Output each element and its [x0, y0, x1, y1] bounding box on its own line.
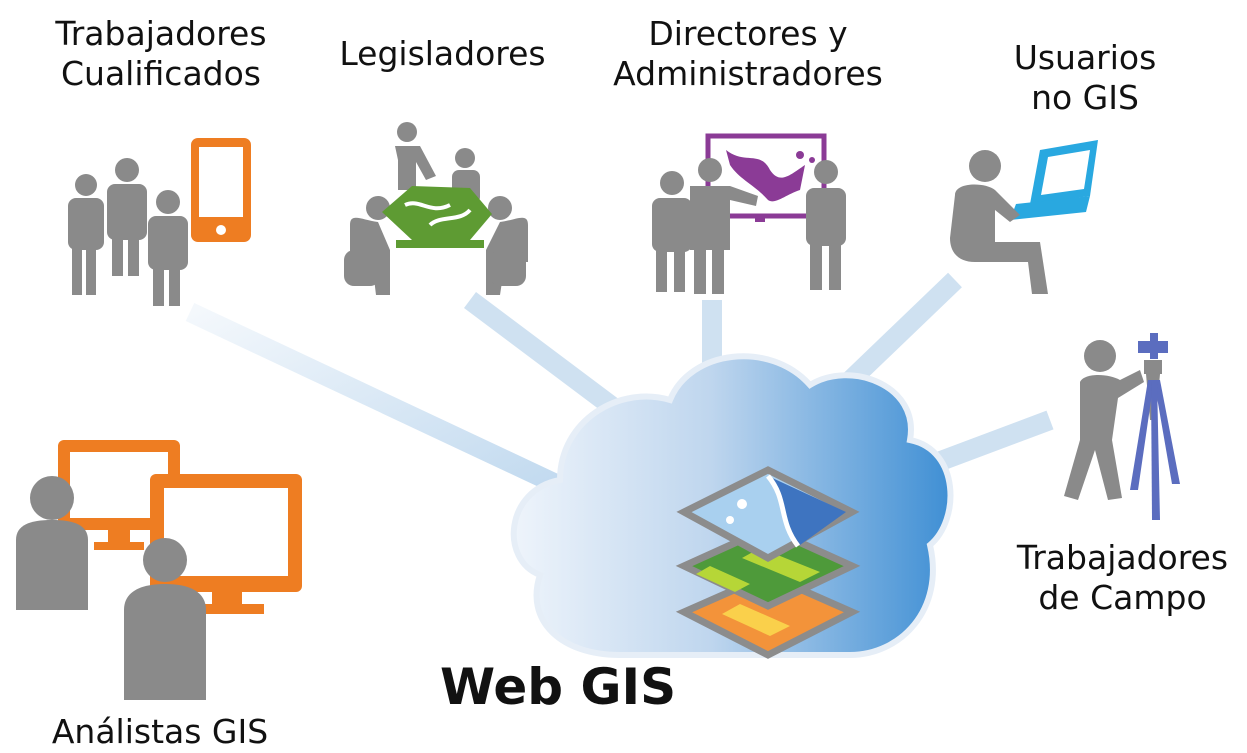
label-line: Legisladores [339, 34, 546, 73]
label-legislators: Legisladores [320, 34, 565, 74]
label-line: Trabajadores [55, 14, 267, 53]
directors-icon [652, 133, 846, 294]
center-title: Web GIS [440, 658, 677, 716]
gis-analysts-icon [16, 440, 302, 700]
legislators-icon [344, 122, 528, 295]
label-line: Directores y [648, 14, 848, 53]
connectors [185, 272, 1054, 566]
connector-legislators [464, 292, 636, 428]
label-skilled-workers: Trabajadores Cualificados [40, 14, 282, 94]
label-line: de Campo [1038, 578, 1207, 617]
field-workers-icon [1064, 333, 1180, 520]
label-line: no GIS [1031, 78, 1139, 117]
label-directors: Directores y Administradores [598, 14, 898, 94]
label-gis-analysts: Análistas GIS [30, 712, 290, 752]
map-layers-icon [675, 466, 861, 659]
skilled-workers-icon [68, 138, 251, 306]
label-line: Usuarios [1013, 38, 1157, 77]
label-field-workers: Trabajadores de Campo [1000, 538, 1245, 618]
non-gis-users-icon [950, 140, 1098, 294]
label-line: Trabajadores [1016, 538, 1229, 577]
label-line: Cualificados [61, 54, 261, 93]
label-non-gis-users: Usuarios no GIS [985, 38, 1185, 118]
label-line: Análistas GIS [51, 712, 269, 751]
connector-skilled [185, 302, 595, 510]
label-line: Administradores [613, 54, 883, 93]
